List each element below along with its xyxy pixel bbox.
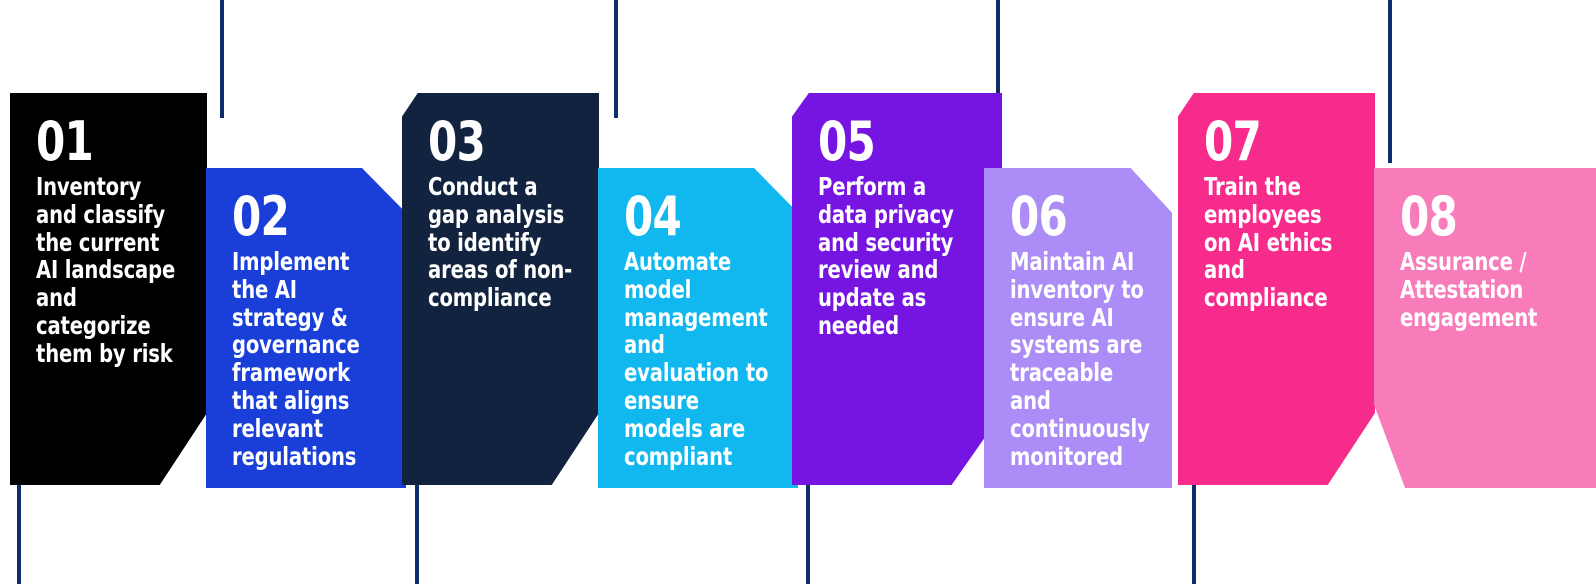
step-text-07: Train the employees on AI ethics and com… (1204, 171, 1333, 313)
step-card-06-content: 06 Maintain AI inventory to ensure AI sy… (984, 168, 1172, 488)
step-card-01[interactable]: 01 Inventory and classify the current AI… (10, 93, 207, 485)
step-card-02-content: 02 Implement the AI strategy & governanc… (206, 168, 406, 488)
connector-tick-top-2 (614, 0, 618, 118)
step-card-04-content: 04 Automate model management and evaluat… (598, 168, 798, 488)
step-text-01: Inventory and classify the current AI la… (36, 171, 176, 369)
connector-tick-bottom-3 (806, 420, 810, 584)
step-card-04[interactable]: 04 Automate model management and evaluat… (598, 168, 798, 488)
step-text-08: Assurance / Attestation engagement (1400, 246, 1538, 332)
step-number-02: 02 (232, 185, 290, 248)
step-card-06[interactable]: 06 Maintain AI inventory to ensure AI sy… (984, 168, 1172, 488)
step-number-06: 06 (1010, 185, 1068, 248)
step-card-08-content: 08 Assurance / Attestation engagement (1374, 168, 1596, 488)
step-card-05[interactable]: 05 Perform a data privacy and security r… (792, 93, 1002, 485)
step-card-03[interactable]: 03 Conduct a gap analysis to identify ar… (402, 93, 599, 485)
step-card-02[interactable]: 02 Implement the AI strategy & governanc… (206, 168, 406, 488)
connector-tick-top-4 (1388, 0, 1392, 163)
connector-tick-bottom-1 (17, 420, 21, 584)
step-text-05: Perform a data privacy and security revi… (818, 171, 954, 341)
step-number-05: 05 (818, 110, 876, 173)
step-card-07[interactable]: 07 Train the employees on AI ethics and … (1178, 93, 1375, 485)
connector-tick-bottom-4 (1192, 420, 1196, 584)
step-card-07-content: 07 Train the employees on AI ethics and … (1178, 93, 1375, 485)
step-number-03: 03 (428, 110, 486, 173)
step-text-04: Automate model management and evaluation… (624, 246, 769, 472)
step-number-04: 04 (624, 185, 682, 248)
step-text-03: Conduct a gap analysis to identify areas… (428, 171, 573, 313)
step-number-08: 08 (1400, 185, 1458, 248)
step-text-06: Maintain AI inventory to ensure AI syste… (1010, 246, 1150, 472)
step-number-01: 01 (36, 110, 94, 173)
step-card-08[interactable]: 08 Assurance / Attestation engagement (1374, 168, 1596, 488)
step-text-02: Implement the AI strategy & governance f… (232, 246, 360, 472)
step-number-07: 07 (1204, 110, 1262, 173)
step-card-01-content: 01 Inventory and classify the current AI… (10, 93, 207, 485)
connector-tick-bottom-2 (415, 420, 419, 584)
step-card-03-content: 03 Conduct a gap analysis to identify ar… (402, 93, 599, 485)
connector-tick-top-3 (996, 0, 1000, 163)
step-card-05-content: 05 Perform a data privacy and security r… (792, 93, 1002, 485)
connector-tick-top-1 (220, 0, 224, 118)
